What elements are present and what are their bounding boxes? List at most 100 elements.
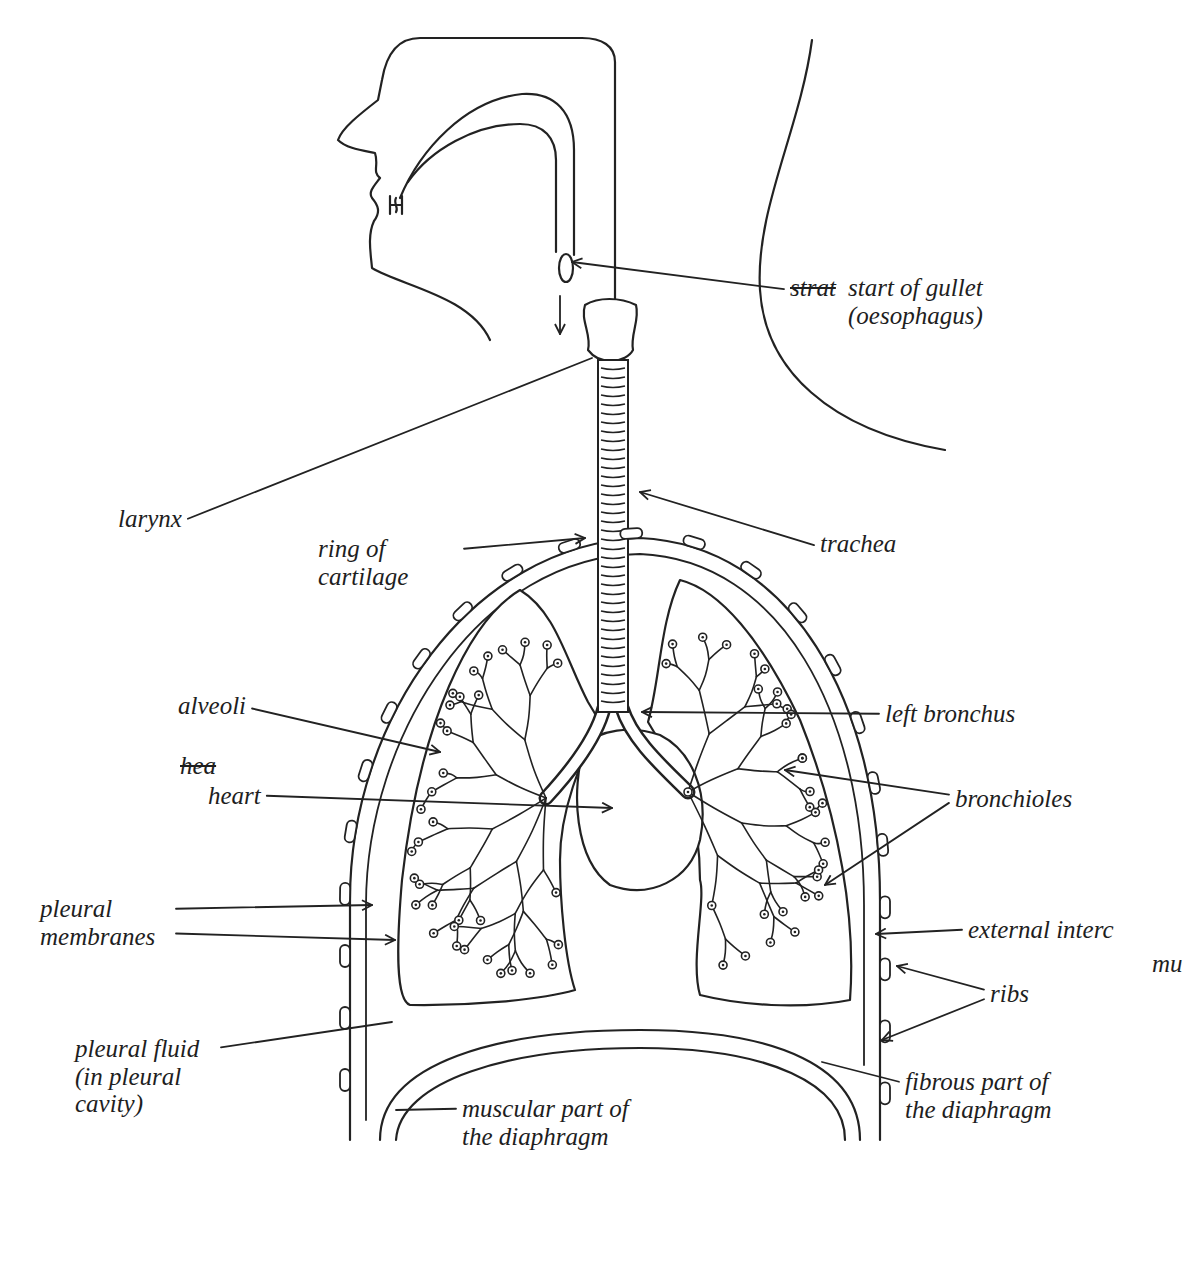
bronchiole	[418, 829, 447, 842]
bronchiole	[481, 913, 515, 928]
part-label: ring of cartilage	[318, 535, 458, 590]
leader-line	[897, 966, 984, 990]
alveolus-dot	[785, 722, 788, 725]
alveolus-dot	[821, 802, 824, 805]
leader-line	[252, 709, 440, 753]
cartilage-ring	[601, 485, 625, 487]
alveolus-dot	[487, 655, 490, 658]
bronchiole	[786, 826, 813, 843]
bronchiole	[677, 667, 699, 690]
leader-line	[822, 1062, 899, 1082]
alveolus-dot	[555, 891, 558, 894]
rib	[340, 945, 350, 967]
alveolus-dot	[413, 877, 416, 880]
alveolus	[439, 769, 447, 777]
alveolus-dot	[417, 841, 420, 844]
alveolus-dot	[431, 904, 434, 907]
leader-line	[882, 999, 984, 1040]
bronchiole	[437, 888, 473, 890]
larynx-shape	[584, 299, 637, 361]
alveolus-dot	[439, 722, 442, 725]
alveolus-dot	[449, 704, 452, 707]
cartilage-ring	[601, 386, 625, 388]
bronchiole	[456, 888, 474, 920]
alveolus	[484, 652, 492, 660]
alveolus-dot	[775, 702, 778, 705]
alveolus	[543, 641, 551, 649]
rib	[340, 1007, 350, 1029]
bronchiole	[738, 769, 777, 772]
rib	[620, 528, 643, 540]
cartilage-ring	[601, 476, 625, 478]
alveolus-dot	[511, 969, 514, 972]
alveolus	[428, 788, 436, 796]
rib	[787, 601, 809, 624]
alveolus	[412, 901, 420, 909]
alveolus	[443, 727, 451, 735]
part-label: bronchioles	[955, 785, 1072, 813]
alveolus-dot	[529, 972, 532, 975]
cartilage-ring	[601, 458, 625, 460]
alveolus	[773, 700, 781, 708]
bronchiole	[688, 792, 718, 855]
cartilage-ring	[601, 683, 625, 685]
cartilage-ring	[601, 647, 625, 649]
bronchiole	[520, 665, 530, 696]
rib	[880, 1082, 890, 1104]
part-label: ribs	[990, 980, 1029, 1008]
bronchiole	[742, 823, 767, 860]
alveolus	[774, 688, 782, 696]
alveolus	[470, 667, 478, 675]
alveolus	[806, 787, 814, 795]
cartilage-ring	[601, 584, 625, 586]
bronchiole	[515, 870, 543, 913]
alveolus	[417, 805, 425, 813]
rib	[340, 1069, 350, 1091]
heart-shape	[577, 730, 703, 890]
cartilage-ring	[601, 656, 625, 658]
rib	[344, 820, 357, 843]
part-label: hea	[180, 752, 216, 780]
part-label: mu	[1152, 950, 1183, 978]
cartilage-ring	[601, 494, 625, 496]
nasal-cavity	[400, 94, 574, 255]
alveolus-dot	[801, 757, 804, 760]
bronchiole	[786, 812, 815, 825]
bronchiole	[457, 775, 496, 778]
alveolus-dot	[782, 910, 785, 913]
alveolus	[818, 799, 826, 807]
diaphragm-upper	[380, 1030, 860, 1140]
cartilage-ring	[601, 566, 625, 568]
alveolus-dot	[817, 869, 820, 872]
alveolus	[821, 838, 829, 846]
bronchiole	[712, 906, 726, 940]
alveolus	[815, 892, 823, 900]
alveolus-dot	[418, 883, 421, 886]
palate	[408, 124, 556, 252]
alveolus	[815, 866, 823, 874]
alveolus	[429, 818, 437, 826]
alveolus-dot	[459, 695, 462, 698]
bronchiole	[471, 714, 473, 742]
cartilage-ring	[601, 620, 625, 622]
part-label: left bronchus	[885, 700, 1015, 728]
alveolus	[436, 719, 444, 727]
alveolus	[508, 967, 516, 975]
cartilage-ring	[601, 440, 625, 442]
cartilage-ring	[601, 377, 625, 379]
cartilage-ring	[601, 629, 625, 631]
alveolus-dot	[479, 919, 482, 922]
alveolus-dot	[501, 648, 504, 651]
part-label: external interc	[968, 916, 1114, 944]
cartilage-ring	[601, 467, 625, 469]
bronchiole	[699, 660, 709, 691]
bronchus	[622, 708, 688, 792]
alveolus-dot	[753, 652, 756, 655]
gullet-opening	[559, 254, 573, 282]
part-label: trachea	[820, 530, 896, 558]
alveolus	[526, 969, 534, 977]
bronchiole	[712, 855, 718, 905]
part-label: alveoli	[178, 692, 246, 720]
alveolus-dot	[710, 904, 713, 907]
